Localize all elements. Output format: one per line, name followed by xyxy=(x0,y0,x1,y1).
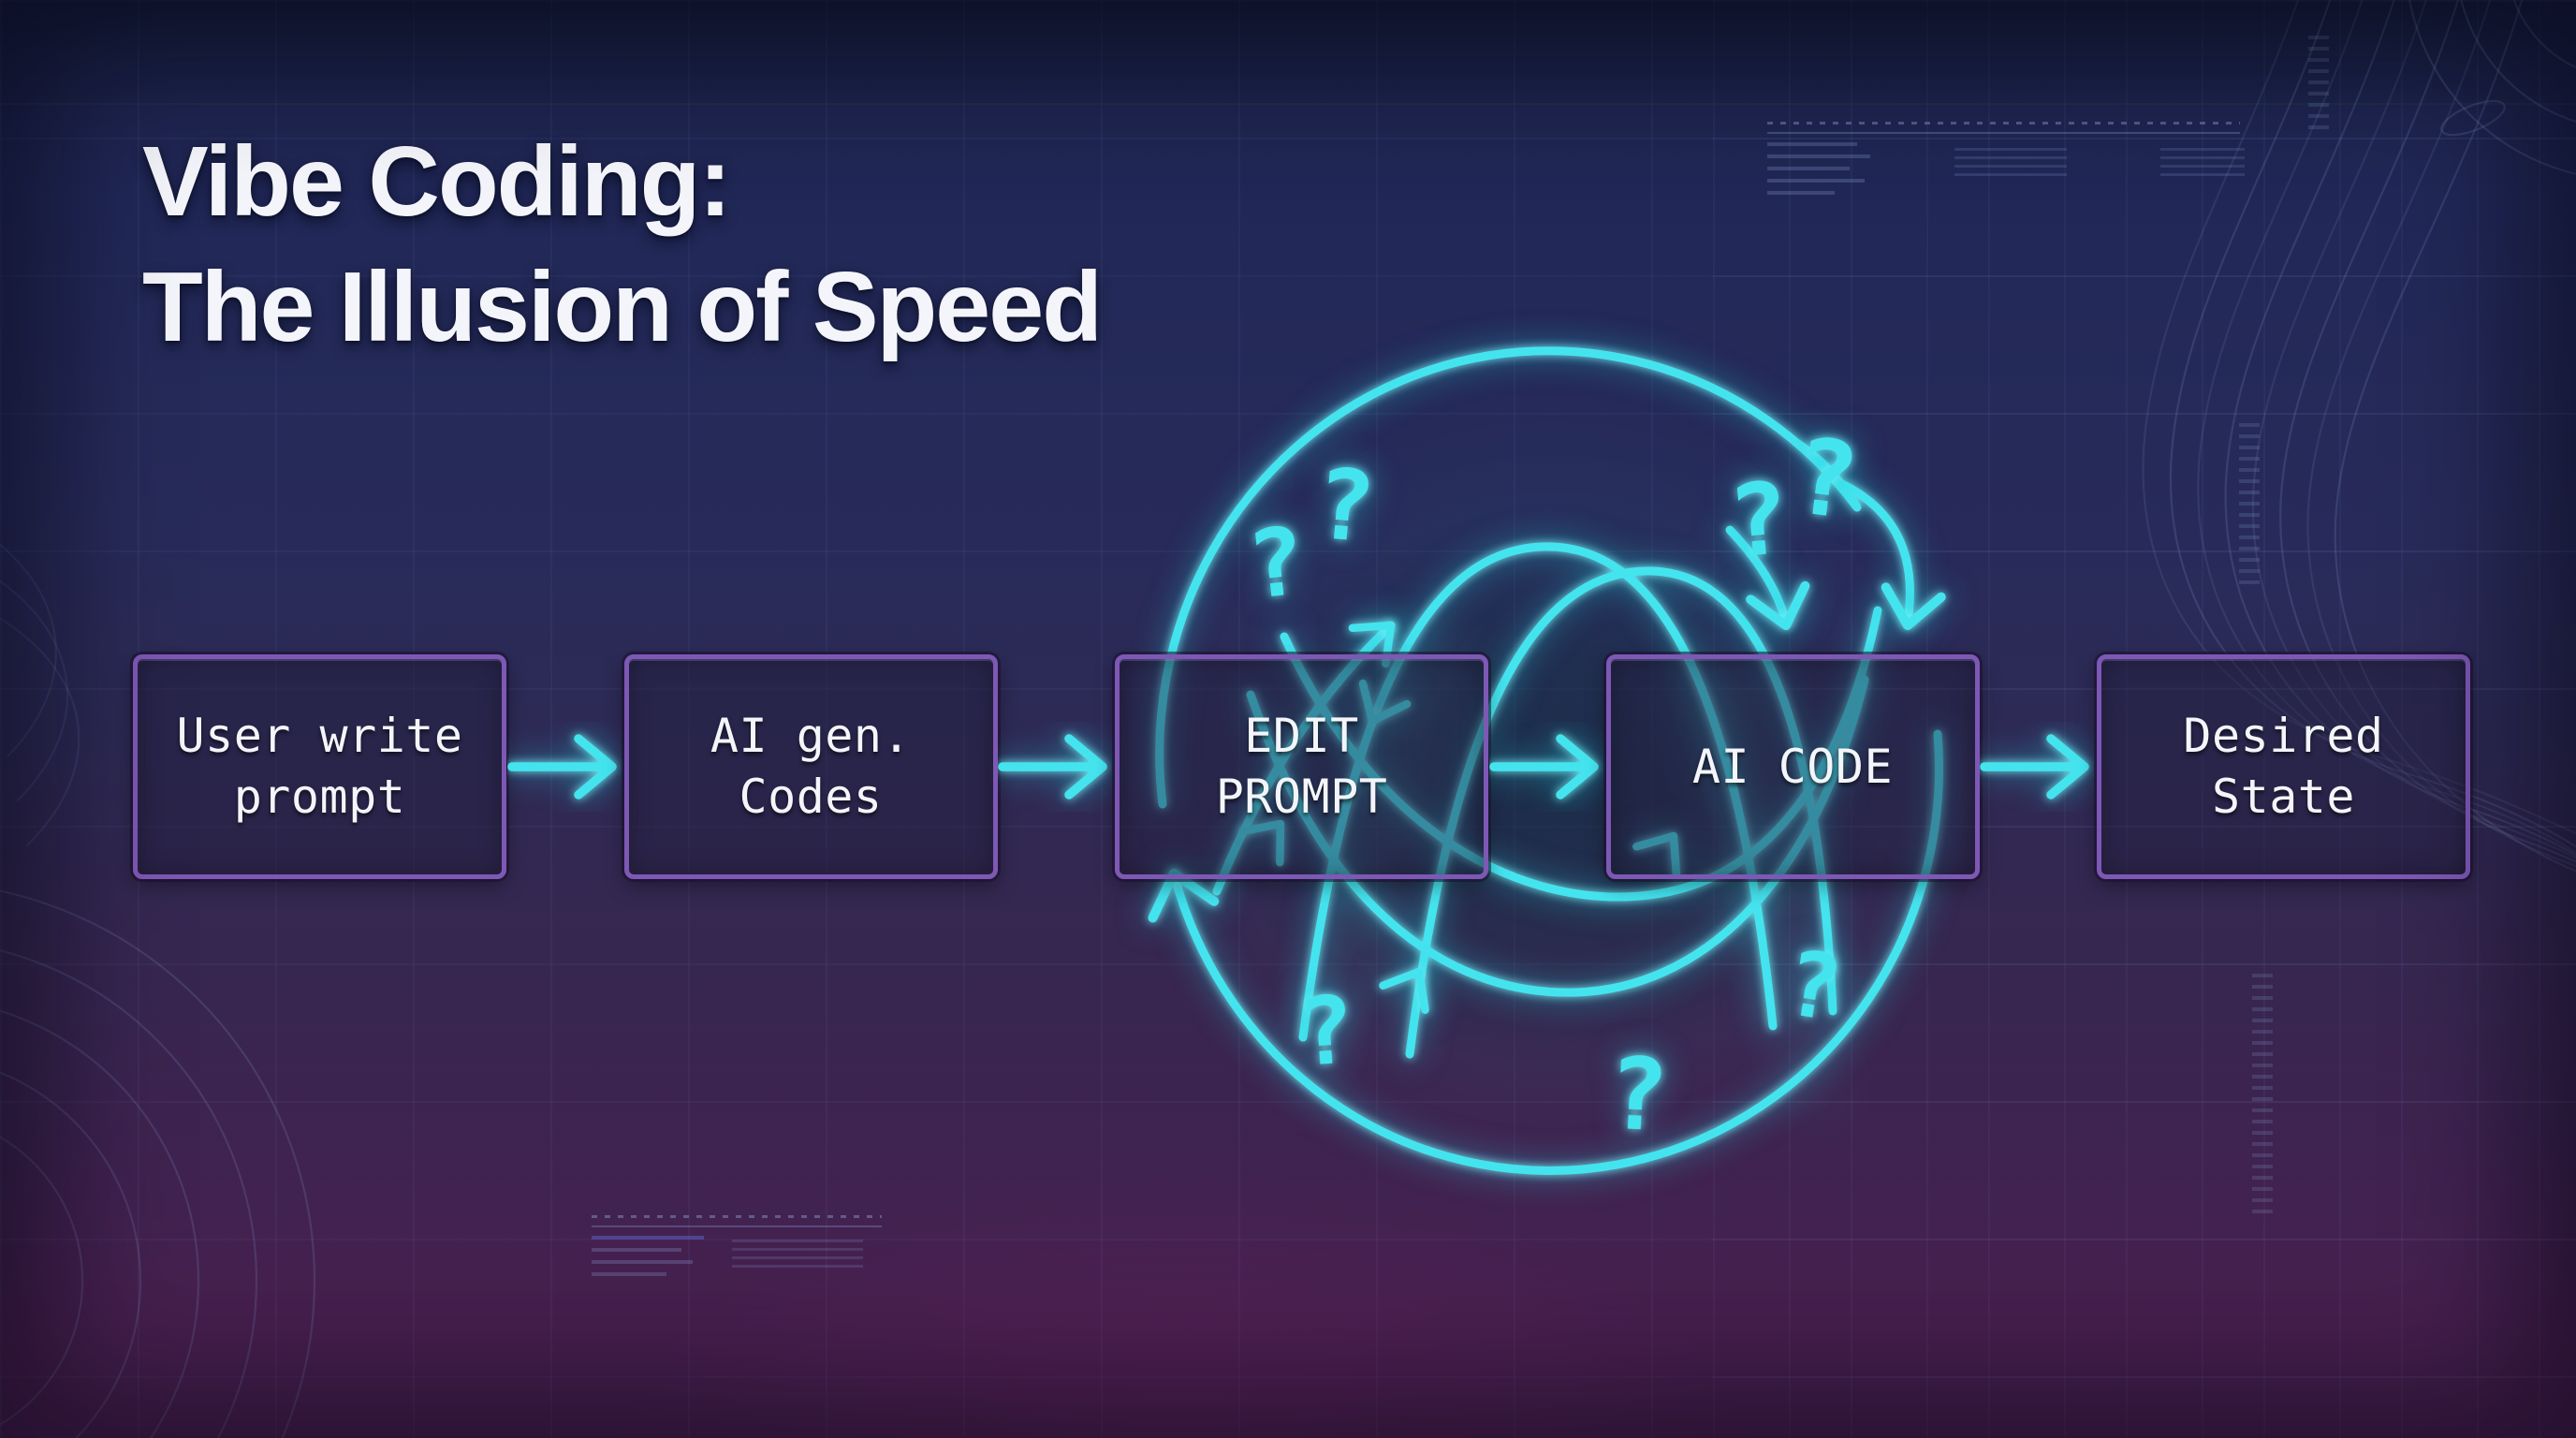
data-readout-top-right xyxy=(1767,122,2245,195)
flow-step-box-3: EDIT PROMPT xyxy=(1115,654,1488,879)
flow-arrow xyxy=(998,722,1114,812)
step-label: Desired State xyxy=(2183,709,2384,824)
readout-line xyxy=(1767,132,2240,134)
readout-dashed-line xyxy=(1767,122,2240,125)
contour-ring xyxy=(0,1009,200,1438)
title-line-1: Vibe Coding: xyxy=(142,126,732,237)
arrow-head xyxy=(574,734,617,800)
arrow-head xyxy=(1556,734,1599,800)
flow-arrow xyxy=(507,722,623,812)
contour-ring xyxy=(0,889,315,1438)
top-band xyxy=(0,0,2576,105)
data-readout-bottom-left xyxy=(592,1215,900,1276)
tick-column xyxy=(2239,423,2260,584)
flow-arrow xyxy=(1980,722,2096,812)
flow-step-box-5: Desired State xyxy=(2097,654,2470,879)
contour-line xyxy=(0,617,80,847)
step-label: User write prompt xyxy=(176,709,463,824)
step-label: AI gen. Codes xyxy=(710,709,912,824)
right-arrow-icon xyxy=(1489,734,1599,800)
flow-row: User write prompt AI gen. Codes EDIT PROMP… xyxy=(133,654,2470,879)
page-title: Vibe Coding: The Illusion of Speed xyxy=(142,120,1103,370)
arrow-head xyxy=(1064,734,1107,800)
flow-step-box-2: AI gen. Codes xyxy=(623,654,998,879)
flow-step-box-4: AI CODE xyxy=(1605,654,1980,879)
right-arrow-icon xyxy=(1980,734,2089,800)
contour-ring xyxy=(0,949,257,1438)
right-arrow-icon xyxy=(998,734,1107,800)
contour-line xyxy=(0,580,69,802)
step-label: EDIT PROMPT xyxy=(1215,709,1388,824)
title-line-2: The Illusion of Speed xyxy=(142,251,1103,362)
step-label: AI CODE xyxy=(1691,739,1894,794)
contour-ring xyxy=(0,1071,142,1438)
right-arrow-icon xyxy=(507,734,617,800)
contour-ring xyxy=(0,1136,84,1426)
flow-step-box-1: User write prompt xyxy=(133,654,506,879)
arrow-head xyxy=(2046,734,2089,800)
contour-line xyxy=(0,543,57,757)
tick-column xyxy=(2252,974,2273,1219)
tick-column xyxy=(2308,36,2329,129)
flow-arrow xyxy=(1489,722,1605,812)
